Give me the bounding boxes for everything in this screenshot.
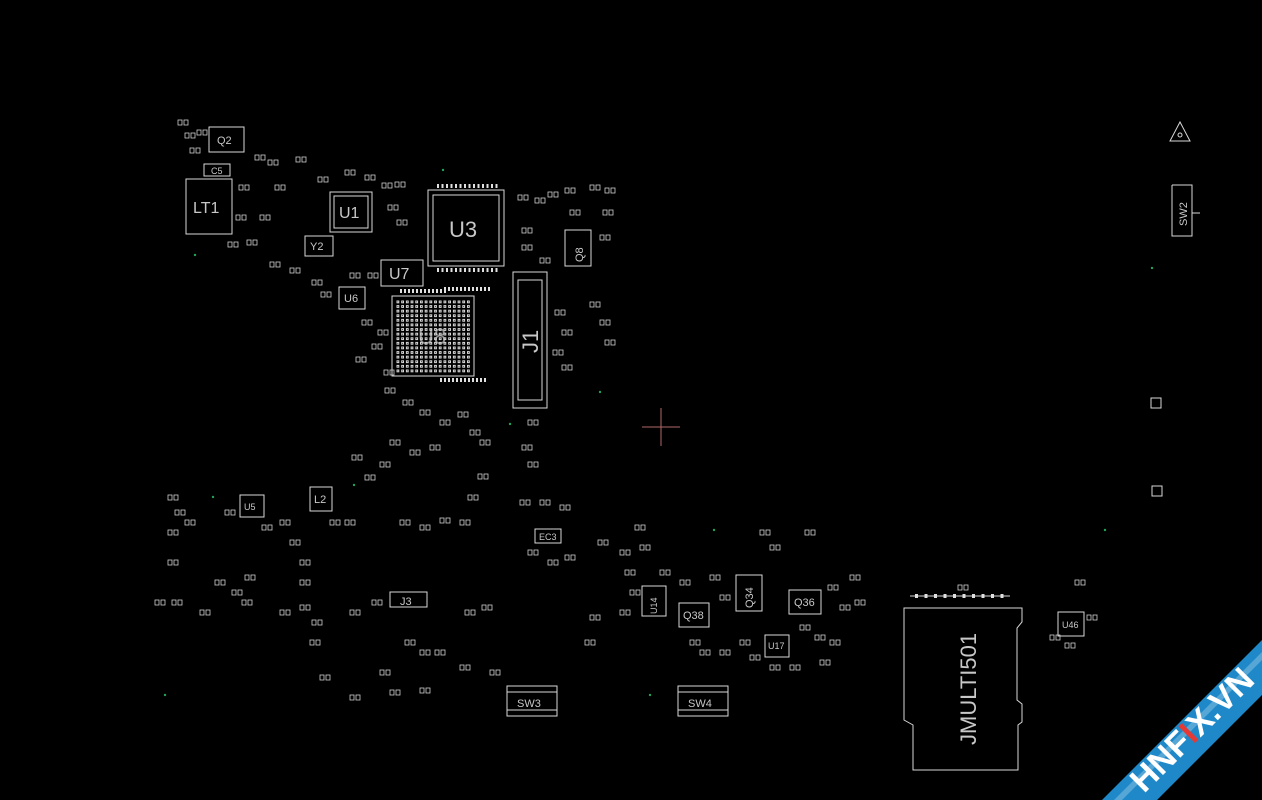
crosshair-cursor[interactable] — [642, 408, 680, 446]
component-pad-right-1[interactable] — [1150, 397, 1162, 409]
component-jmulti501[interactable]: JMULTI501 — [903, 595, 1023, 771]
component-sw2[interactable]: SW2 — [1171, 184, 1200, 237]
ref-u17: U17 — [768, 641, 785, 651]
ref-l2: L2 — [314, 494, 326, 506]
ref-u46: U46 — [1062, 620, 1079, 630]
component-u14[interactable]: U14 — [641, 585, 667, 617]
component-u8[interactable]: U8 — [391, 295, 475, 377]
component-y2[interactable]: Y2 — [304, 235, 334, 257]
ref-u6: U6 — [344, 293, 358, 305]
ref-q8: Q8 — [574, 247, 586, 262]
component-c5[interactable]: C5 — [203, 163, 231, 177]
ref-ec3: EC3 — [539, 532, 557, 542]
component-ec3[interactable]: EC3 — [534, 528, 562, 544]
component-j3[interactable]: J3 — [389, 591, 428, 608]
component-q36[interactable]: Q36 — [788, 589, 822, 615]
ref-u7: U7 — [389, 266, 410, 283]
ref-j3: J3 — [400, 596, 412, 608]
ref-u14: U14 — [649, 597, 659, 614]
component-pad-right-2[interactable] — [1151, 485, 1163, 497]
vias — [163, 168, 1154, 697]
component-u46[interactable]: U46 — [1057, 611, 1085, 637]
component-l2[interactable]: L2 — [309, 486, 333, 512]
component-u1[interactable]: U1 — [329, 191, 373, 233]
component-q34[interactable]: Q34 — [735, 574, 763, 612]
component-q8[interactable]: Q8 — [564, 229, 592, 267]
ref-jmulti501: JMULTI501 — [956, 633, 981, 745]
component-q38[interactable]: Q38 — [678, 602, 710, 628]
ref-q34: Q34 — [744, 587, 756, 608]
component-sw3[interactable]: SW3 — [506, 685, 558, 717]
component-u17[interactable]: U17 — [764, 634, 790, 658]
ref-j1: J1 — [518, 330, 543, 353]
smd-pads — [154, 119, 1098, 701]
ref-q36: Q36 — [794, 597, 815, 609]
component-sw4[interactable]: SW4 — [677, 685, 729, 717]
ref-u8: U8 — [418, 324, 446, 349]
ref-u5: U5 — [244, 502, 256, 512]
ref-sw3: SW3 — [517, 698, 541, 710]
component-u6[interactable]: U6 — [338, 286, 366, 310]
ref-lt1: LT1 — [193, 200, 219, 217]
ref-sw2: SW2 — [1178, 202, 1190, 226]
ref-u1: U1 — [339, 205, 360, 222]
component-q2[interactable]: Q2 — [208, 126, 245, 153]
component-lt1[interactable]: LT1 — [185, 178, 233, 235]
ref-sw4: SW4 — [688, 698, 712, 710]
ref-u3: U3 — [449, 217, 477, 242]
component-triangle-marker[interactable] — [1169, 120, 1191, 142]
ref-q38: Q38 — [683, 610, 704, 622]
component-u3[interactable]: U3 — [427, 189, 505, 267]
component-u7[interactable]: U7 — [380, 259, 424, 287]
bga-ball-grid — [396, 300, 470, 373]
ref-y2: Y2 — [310, 241, 323, 253]
ref-q2: Q2 — [217, 135, 232, 147]
component-u5[interactable]: U5 — [239, 494, 265, 518]
component-j1[interactable]: J1 — [512, 271, 548, 409]
ref-c5: C5 — [211, 166, 223, 176]
